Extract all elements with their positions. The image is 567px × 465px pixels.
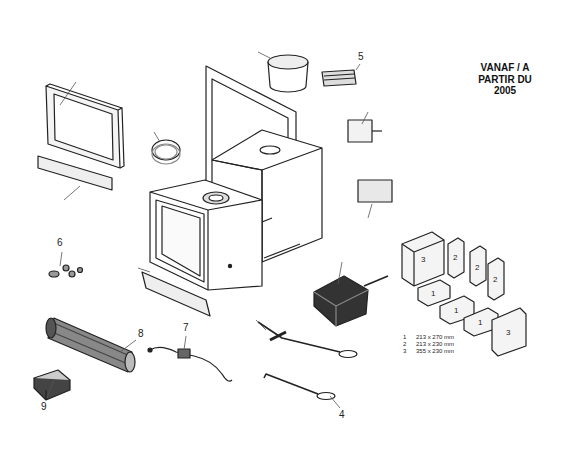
callout-number: 7 [183,323,189,333]
fan [46,318,135,372]
size-value: 213 x 270 mm [416,334,454,340]
leader-lines [47,52,372,408]
grate [314,276,388,326]
brick-number: 1 [454,307,458,315]
callout-number: 6 [57,238,63,248]
brick-number: 2 [475,264,479,272]
size-key: 2 [403,341,406,347]
front-body [150,180,272,290]
switch-block [34,370,70,400]
bottom-plate [142,272,210,316]
size-key: 1 [403,334,406,340]
callout-number: 9 [41,402,47,412]
deflector [38,156,112,190]
callout-number: 4 [339,410,345,420]
size-value: 213 x 230 mm [416,341,454,347]
flue-collar [268,55,308,92]
size-key: 3 [403,348,406,354]
gasket-ring [152,140,180,164]
door [46,84,124,168]
heading: VANAF / A PARTIR DU 2005 [472,62,538,97]
grid-part [322,70,356,86]
bricks [402,232,526,356]
callout-number: 5 [358,52,364,62]
size-value: 355 x 230 mm [416,348,454,354]
plate [358,180,392,202]
tools [258,322,357,400]
callout-number: 8 [138,329,144,339]
brick-number: 1 [431,290,435,298]
plate [348,120,372,142]
brick-number: 3 [506,329,510,337]
small-parts [49,265,83,277]
brick-number: 3 [421,256,425,264]
brick-number: 1 [478,319,482,327]
wire-sensor [148,347,232,381]
brick-number: 2 [493,276,497,284]
brick-number: 2 [453,254,457,262]
